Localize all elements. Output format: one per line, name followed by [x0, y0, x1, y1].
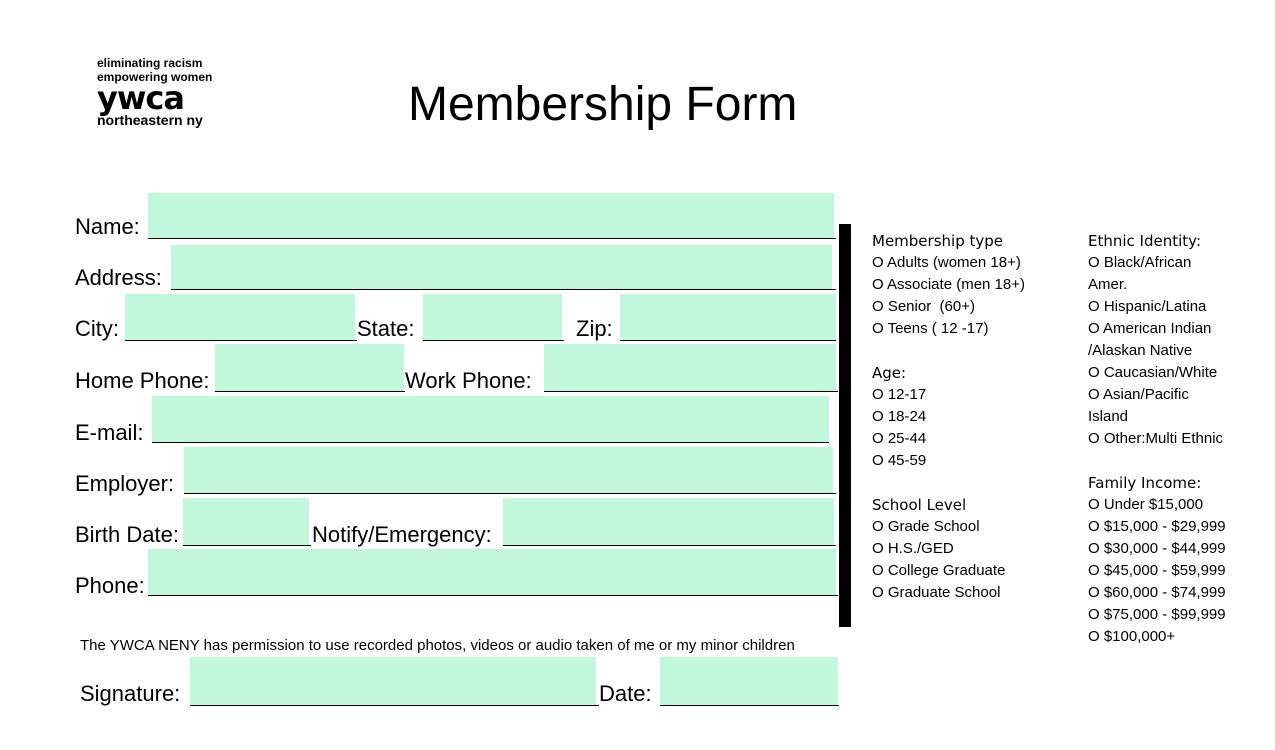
- age-option[interactable]: O 25-44: [872, 430, 927, 447]
- ethnic-option[interactable]: O Hispanic/Latina: [1088, 298, 1207, 315]
- date-underline: [660, 705, 839, 706]
- school-option[interactable]: O H.S./GED: [872, 540, 954, 557]
- state-label: State:: [357, 316, 415, 341]
- notify-underline: [503, 545, 836, 546]
- signature-field[interactable]: [190, 657, 596, 705]
- ethnic-option[interactable]: O Caucasian/White: [1088, 364, 1218, 381]
- ywca-logo: eliminating racism empowering women ywca…: [97, 56, 257, 136]
- birth-date-field[interactable]: [183, 498, 309, 545]
- address-field[interactable]: [171, 245, 832, 290]
- ethnic-heading: Ethnic Identity:: [1088, 232, 1202, 250]
- logo-brand: ywca: [97, 79, 185, 117]
- age-heading: Age:: [872, 364, 907, 382]
- school-heading: School Level: [872, 496, 967, 514]
- ethnic-income-column: Ethnic Identity: O Black/African Amer. O…: [1088, 230, 1268, 648]
- permission-text: The YWCA NENY has permission to use reco…: [80, 637, 795, 654]
- notify-label: Notify/Emergency:: [312, 522, 492, 547]
- notify-field[interactable]: [503, 498, 834, 545]
- home-phone-underline: [215, 391, 405, 392]
- logo-region: northeastern ny: [97, 112, 203, 128]
- membership-option[interactable]: O Senior (60+): [872, 298, 975, 315]
- work-phone-field[interactable]: [544, 344, 836, 391]
- home-phone-label: Home Phone:: [75, 368, 210, 393]
- email-label: E-mail:: [75, 420, 144, 445]
- ethnic-option-continued: Amer.: [1088, 276, 1128, 293]
- city-underline: [125, 340, 357, 341]
- date-label: Date:: [599, 681, 652, 706]
- work-phone-label: Work Phone:: [405, 368, 532, 393]
- address-label: Address:: [75, 265, 162, 290]
- signature-underline: [190, 705, 599, 706]
- phone-field[interactable]: [148, 549, 836, 595]
- income-heading: Family Income:: [1088, 474, 1202, 492]
- work-phone-underline: [544, 391, 838, 392]
- employer-field[interactable]: [184, 447, 833, 493]
- income-option[interactable]: O $100,000+: [1088, 628, 1176, 645]
- zip-label: Zip:: [576, 316, 613, 341]
- income-option[interactable]: O $45,000 - $59,999: [1088, 562, 1226, 579]
- ethnic-option[interactable]: O Asian/Pacific: [1088, 386, 1189, 403]
- age-option[interactable]: O 12-17: [872, 386, 927, 403]
- address-underline: [171, 289, 836, 290]
- school-option[interactable]: O Graduate School: [872, 584, 1001, 601]
- income-option[interactable]: O $60,000 - $74,999: [1088, 584, 1226, 601]
- ethnic-option-continued: Island: [1088, 408, 1129, 425]
- income-option[interactable]: O $30,000 - $44,999: [1088, 540, 1226, 557]
- age-option[interactable]: O 45-59: [872, 452, 927, 469]
- ethnic-option-continued: /Alaskan Native: [1088, 342, 1193, 359]
- school-option[interactable]: O Grade School: [872, 518, 980, 535]
- email-field[interactable]: [152, 396, 829, 442]
- membership-column: Membership type O Adults (women 18+) O A…: [872, 230, 1072, 604]
- membership-option[interactable]: O Teens ( 12 -17): [872, 320, 989, 337]
- vertical-divider: [839, 224, 851, 627]
- phone-label: Phone:: [75, 573, 145, 598]
- employer-underline: [184, 493, 836, 494]
- income-option[interactable]: O $75,000 - $99,999: [1088, 606, 1226, 623]
- name-field[interactable]: [148, 193, 834, 239]
- birth-date-label: Birth Date:: [75, 522, 179, 547]
- employer-label: Employer:: [75, 471, 175, 496]
- logo-tagline-2: empowering women: [97, 70, 213, 84]
- logo-tagline-1: eliminating racism: [97, 56, 203, 70]
- name-label: Name:: [75, 214, 140, 239]
- age-option[interactable]: O 18-24: [872, 408, 927, 425]
- state-field[interactable]: [423, 294, 562, 340]
- zip-field[interactable]: [620, 294, 836, 340]
- ethnic-option[interactable]: O Black/African: [1088, 254, 1192, 271]
- date-field[interactable]: [660, 657, 838, 705]
- city-field[interactable]: [125, 294, 355, 340]
- name-underline: [148, 238, 836, 239]
- email-underline: [152, 442, 829, 443]
- membership-heading: Membership type: [872, 232, 1003, 250]
- page-title: Membership Form: [408, 78, 798, 131]
- income-option[interactable]: O $15,000 - $29,999: [1088, 518, 1226, 535]
- school-option[interactable]: O College Graduate: [872, 562, 1006, 579]
- city-label: City:: [75, 316, 119, 341]
- membership-option[interactable]: O Adults (women 18+): [872, 254, 1021, 271]
- zip-underline: [620, 340, 836, 341]
- ethnic-option[interactable]: O American Indian: [1088, 320, 1212, 337]
- phone-underline: [148, 595, 838, 596]
- state-underline: [423, 340, 564, 341]
- birth-date-underline: [183, 545, 311, 546]
- ethnic-option[interactable]: O Other:Multi Ethnic: [1088, 430, 1224, 447]
- home-phone-field[interactable]: [215, 344, 404, 391]
- income-option[interactable]: O Under $15,000: [1088, 496, 1204, 513]
- membership-option[interactable]: O Associate (men 18+): [872, 276, 1025, 293]
- signature-label: Signature:: [80, 681, 181, 706]
